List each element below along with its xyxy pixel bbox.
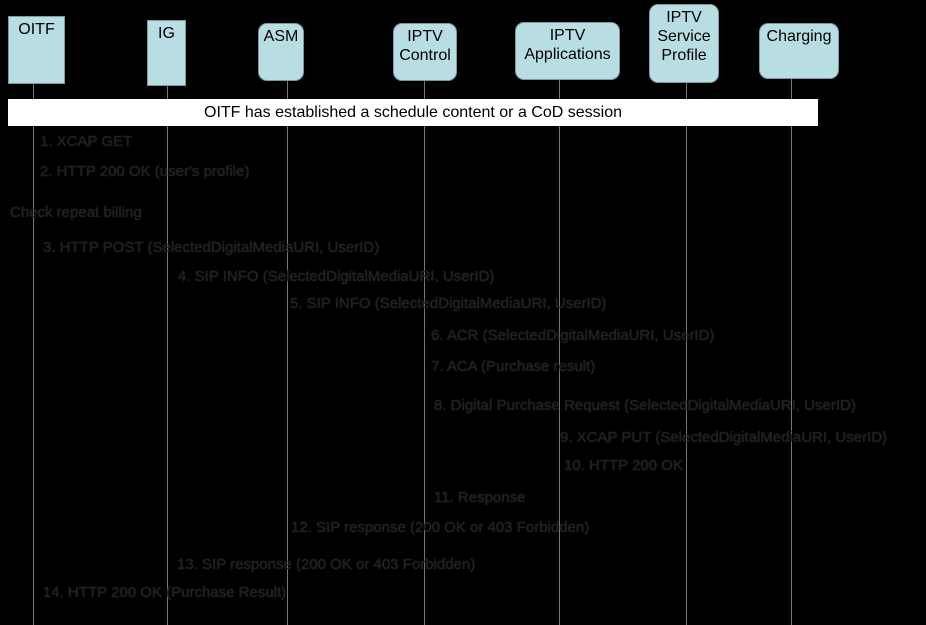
message-label-8: 8. Digital Purchase Request (SelectedDig… [434, 397, 856, 414]
message-label-10: 10. HTTP 200 OK [564, 457, 683, 474]
message-label-5: 5. SIP INFO (SelectedDigitalMediaURI, Us… [290, 295, 607, 312]
message-label-1: 1. XCAP GET [40, 133, 133, 150]
banner-note: OITF has established a schedule content … [8, 99, 818, 126]
message-label-11: 11. Response [434, 489, 526, 506]
message-label-3: 3. HTTP POST (SelectedDigitalMediaURI, U… [43, 239, 380, 256]
actor-box-asm: ASM [258, 23, 304, 81]
actor-box-iptv-control: IPTV Control [393, 23, 457, 81]
message-label-7: 7. ACA (Purchase result) [431, 358, 596, 375]
lifeline-oitf [33, 84, 34, 625]
message-label-13: 13. SIP response (200 OK or 403 Forbidde… [177, 556, 476, 573]
message-label-9: 9. XCAP PUT (SelectedDigitalMediaURI, Us… [560, 429, 888, 446]
lifeline-asm [287, 80, 288, 625]
lifeline-iptv-control [424, 80, 425, 625]
actor-box-iptv-applications: IPTV Applications [515, 22, 620, 80]
actor-box-iptv-service-profile: IPTV Service Profile [649, 4, 719, 83]
message-label-12: 12. SIP response (200 OK or 403 Forbidde… [291, 519, 590, 536]
lifeline-ig [167, 85, 168, 625]
lifeline-charging [791, 78, 792, 625]
message-label-2: 2. HTTP 200 OK (user's profile) [40, 163, 250, 180]
actor-box-oitf: OITF [8, 16, 65, 84]
annotation-check-repeat-billing: Check repeat billing [10, 204, 142, 221]
lifeline-iptv-apps [559, 79, 560, 625]
actor-box-charging: Charging [759, 23, 839, 79]
message-label-14: 14. HTTP 200 OK (Purchase Result) [43, 584, 287, 601]
actor-box-ig: IG [147, 20, 186, 86]
message-label-4: 4. SIP INFO (SelectedDigitalMediaURI, Us… [178, 268, 495, 285]
message-label-6: 6. ACR (SelectedDigitalMediaURI, UserID) [431, 327, 715, 344]
lifeline-service-profile [686, 82, 687, 625]
